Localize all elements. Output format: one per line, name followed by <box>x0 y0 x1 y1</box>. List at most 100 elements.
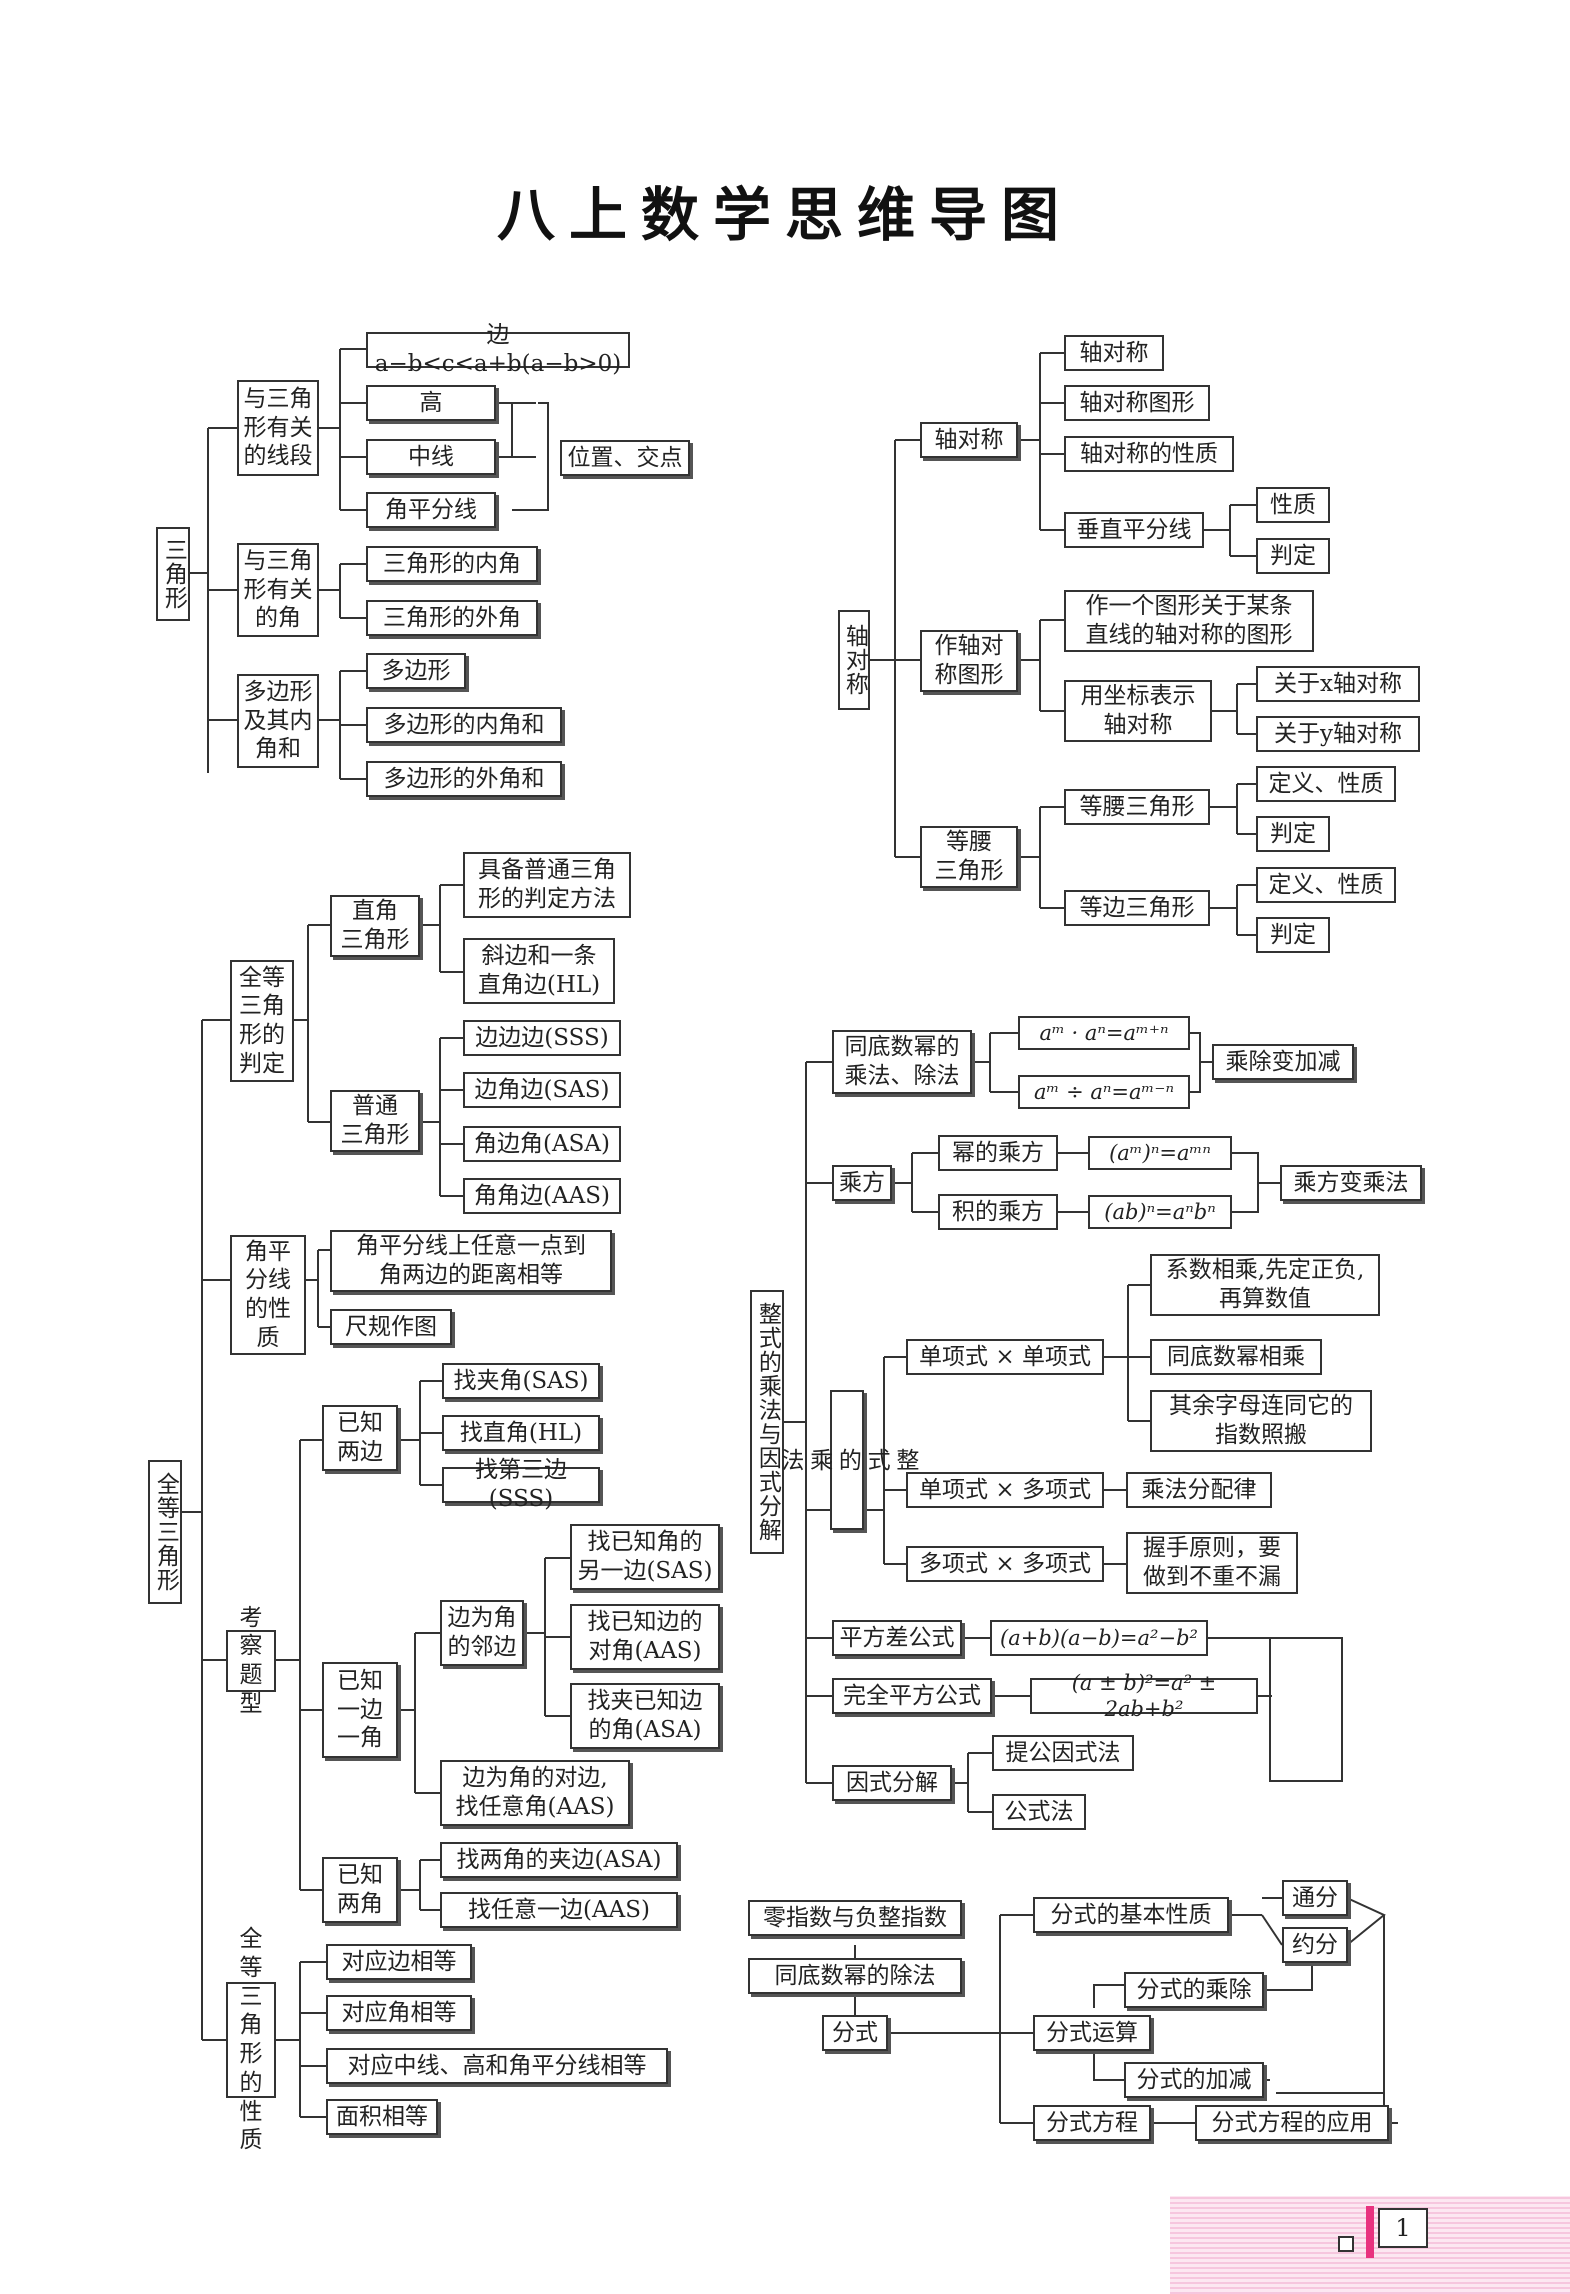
node-putong: 普通 三角形 <box>330 1090 420 1152</box>
node-duobianxing: 多边形 <box>366 653 466 689</box>
node-fs-fc: 分式方程 <box>1033 2105 1151 2141</box>
node-yzlj-2: 找任意一边(AAS) <box>440 1892 678 1928</box>
node-zuo-1: 作一个图形关于某条 直线的轴对称的图形 <box>1064 590 1314 652</box>
node-czpfx: 垂直平分线 <box>1064 512 1204 548</box>
node-xz-3: 对应中线、高和角平分线相等 <box>326 2048 668 2084</box>
node-wqpf: 完全平方公式 <box>832 1678 992 1714</box>
node-zuo: 作轴对 称图形 <box>920 630 1018 692</box>
node-tgys: 提公因式法 <box>992 1735 1134 1771</box>
node-dy-pd: 判定 <box>1256 816 1330 852</box>
node-ysfj: 因式分解 <box>832 1765 952 1801</box>
node-yuefen: 约分 <box>1282 1927 1348 1963</box>
node-bwdb: 边为角的对边, 找任意角(AAS) <box>440 1760 630 1826</box>
node-yzyb: 已知 一边 一角 <box>322 1662 398 1758</box>
node-yzlj-1: 找两角的夹边(ASA) <box>440 1842 678 1878</box>
node-db-xz: 定义、性质 <box>1256 867 1396 903</box>
node-dxdx: 单项式 × 单项式 <box>906 1339 1104 1375</box>
node-fs-yy: 分式方程的应用 <box>1195 2105 1389 2141</box>
node-fenshi: 分式 <box>822 2015 888 2051</box>
node-db-neijiao: 多边形的内角和 <box>366 707 562 743</box>
node-bw-3: 找夹已知边 的角(ASA) <box>570 1683 720 1749</box>
node-ji-cf: 积的乘方 <box>938 1194 1058 1230</box>
node-duobianxing-grp: 多边形 及其内 角和 <box>237 674 319 768</box>
node-chengchu: 乘除变加减 <box>1212 1044 1354 1080</box>
node-dxdxs: 单项式 × 多项式 <box>906 1472 1104 1508</box>
node-zhouduicheng: 轴对称 <box>838 610 870 710</box>
node-jiaopingfenxian: 角平分线 <box>366 492 496 528</box>
node-kaocha: 考察 题型 <box>226 1605 276 1717</box>
node-gsf: 公式法 <box>992 1794 1086 1830</box>
node-lingzhi: 零指数与负整指数 <box>748 1900 962 1936</box>
node-db-pd: 判定 <box>1256 917 1330 953</box>
node-zj-1: 具备普通三角 形的判定方法 <box>463 852 631 918</box>
node-zhijiao: 直角 三角形 <box>330 895 420 957</box>
node-fs-cc: 分式的乘除 <box>1124 1972 1264 2008</box>
node-zuobiao: 用坐标表示 轴对称 <box>1064 680 1212 742</box>
node-fs-jj: 分式的加减 <box>1124 2062 1264 2098</box>
node-tdschu: 同底数幂的除法 <box>748 1958 962 1994</box>
node-bian: 边 a−b<c<a+b(a−b>0) <box>366 322 630 377</box>
node-yzlb-2: 找直角(HL) <box>442 1415 600 1451</box>
square-marker-icon <box>1338 2236 1354 2252</box>
node-yzlb-1: 找夹角(SAS) <box>442 1363 600 1399</box>
page-title: 八上数学思维导图 <box>496 181 1073 249</box>
node-zhengshi: 整式的乘法与因式分解 <box>750 1290 784 1554</box>
node-zdc: 轴对称 <box>920 422 1018 458</box>
node-sas: 边角边(SAS) <box>463 1072 621 1108</box>
node-sss: 边边边(SSS) <box>463 1020 621 1056</box>
node-zdc-xz: 轴对称的性质 <box>1064 436 1234 472</box>
node-jpfx-1: 角平分线上任意一点到 角两边的距离相等 <box>330 1230 612 1292</box>
node-bw-2: 找已知边的 对角(AAS) <box>570 1604 720 1670</box>
node-mul-f: aᵐ · aⁿ=aᵐ⁺ⁿ <box>1018 1016 1190 1050</box>
node-youguanjiao: 与三角 形有关 的角 <box>237 543 319 637</box>
node-zj-2: 斜边和一条 直角边(HL) <box>463 938 615 1004</box>
node-xz-1: 对应边相等 <box>326 1944 472 1980</box>
node-gao: 高 <box>366 385 496 421</box>
node-xz-4: 面积相等 <box>326 2099 438 2135</box>
node-dd-2: 同底数幂相乘 <box>1150 1339 1322 1375</box>
node-yzlb: 已知 两边 <box>322 1405 398 1471</box>
node-aas: 角角边(AAS) <box>463 1178 621 1214</box>
node-cffpl: 乘法分配律 <box>1126 1472 1272 1508</box>
node-pfc-f: (a+b)(a−b)=a²−b² <box>990 1620 1208 1656</box>
node-mi-f: (aᵐ)ⁿ=aᵐⁿ <box>1088 1136 1232 1170</box>
node-db-waijiao: 多边形的外角和 <box>366 761 562 797</box>
node-zhongxian: 中线 <box>366 439 496 475</box>
node-chengfang: 乘方 <box>832 1165 892 1201</box>
node-dd-3: 其余字母连同它的 指数照搬 <box>1150 1390 1372 1452</box>
node-mi-cf: 幂的乘方 <box>938 1135 1058 1171</box>
node-zdc-tx: 轴对称图形 <box>1064 385 1210 421</box>
node-ji-f: (ab)ⁿ=aⁿbⁿ <box>1088 1195 1232 1229</box>
node-cz-pd: 判定 <box>1256 538 1330 574</box>
node-quandeng: 全等三角形 <box>148 1460 182 1604</box>
node-dengyao: 等腰 三角形 <box>920 826 1018 888</box>
node-bw-1: 找已知角的 另一边(SAS) <box>570 1524 720 1590</box>
node-asa: 角边角(ASA) <box>463 1126 621 1162</box>
node-dd-1: 系数相乘,先定正负, 再算数值 <box>1150 1254 1380 1316</box>
node-chigui: 尺规作图 <box>330 1309 452 1345</box>
node-weizhi: 位置、交点 <box>560 440 690 476</box>
node-waijiao: 三角形的外角 <box>366 600 538 636</box>
node-sanjiaoxing: 三角形 <box>156 527 190 621</box>
node-pfc: 平方差公式 <box>832 1620 962 1656</box>
node-jpfx: 角平 分线 的性 质 <box>230 1235 306 1355</box>
node-guanyu-y: 关于y轴对称 <box>1256 716 1420 752</box>
node-guanyu-x: 关于x轴对称 <box>1256 666 1420 702</box>
node-qdxz: 全等 三角 形的 性质 <box>226 1926 276 2153</box>
node-tongdi: 同底数幂的 乘法、除法 <box>832 1030 972 1094</box>
node-div-f: aᵐ ÷ aⁿ=aᵐ⁻ⁿ <box>1018 1075 1190 1109</box>
node-cz-xz: 性质 <box>1256 487 1330 523</box>
node-xz-2: 对应角相等 <box>326 1995 472 2031</box>
node-wqpf-f: (a ± b)²=a² ± 2ab+b² <box>1030 1671 1258 1721</box>
node-yzlj: 已知 两角 <box>322 1857 398 1923</box>
node-ddxs: 多项式 × 多项式 <box>906 1546 1104 1582</box>
node-yzlb-3: 找第三边(SSS) <box>442 1457 600 1512</box>
node-pandin: 全等 三角 形的 判定 <box>230 960 294 1082</box>
node-zdc-1: 轴对称 <box>1064 335 1164 371</box>
node-dy-xz: 定义、性质 <box>1256 766 1396 802</box>
node-neijiao: 三角形的内角 <box>366 546 538 582</box>
node-fs-jbxz: 分式的基本性质 <box>1033 1897 1229 1933</box>
node-bwjdlb: 边为角 的邻边 <box>440 1600 524 1666</box>
node-dengbian: 等边三角形 <box>1064 890 1210 926</box>
